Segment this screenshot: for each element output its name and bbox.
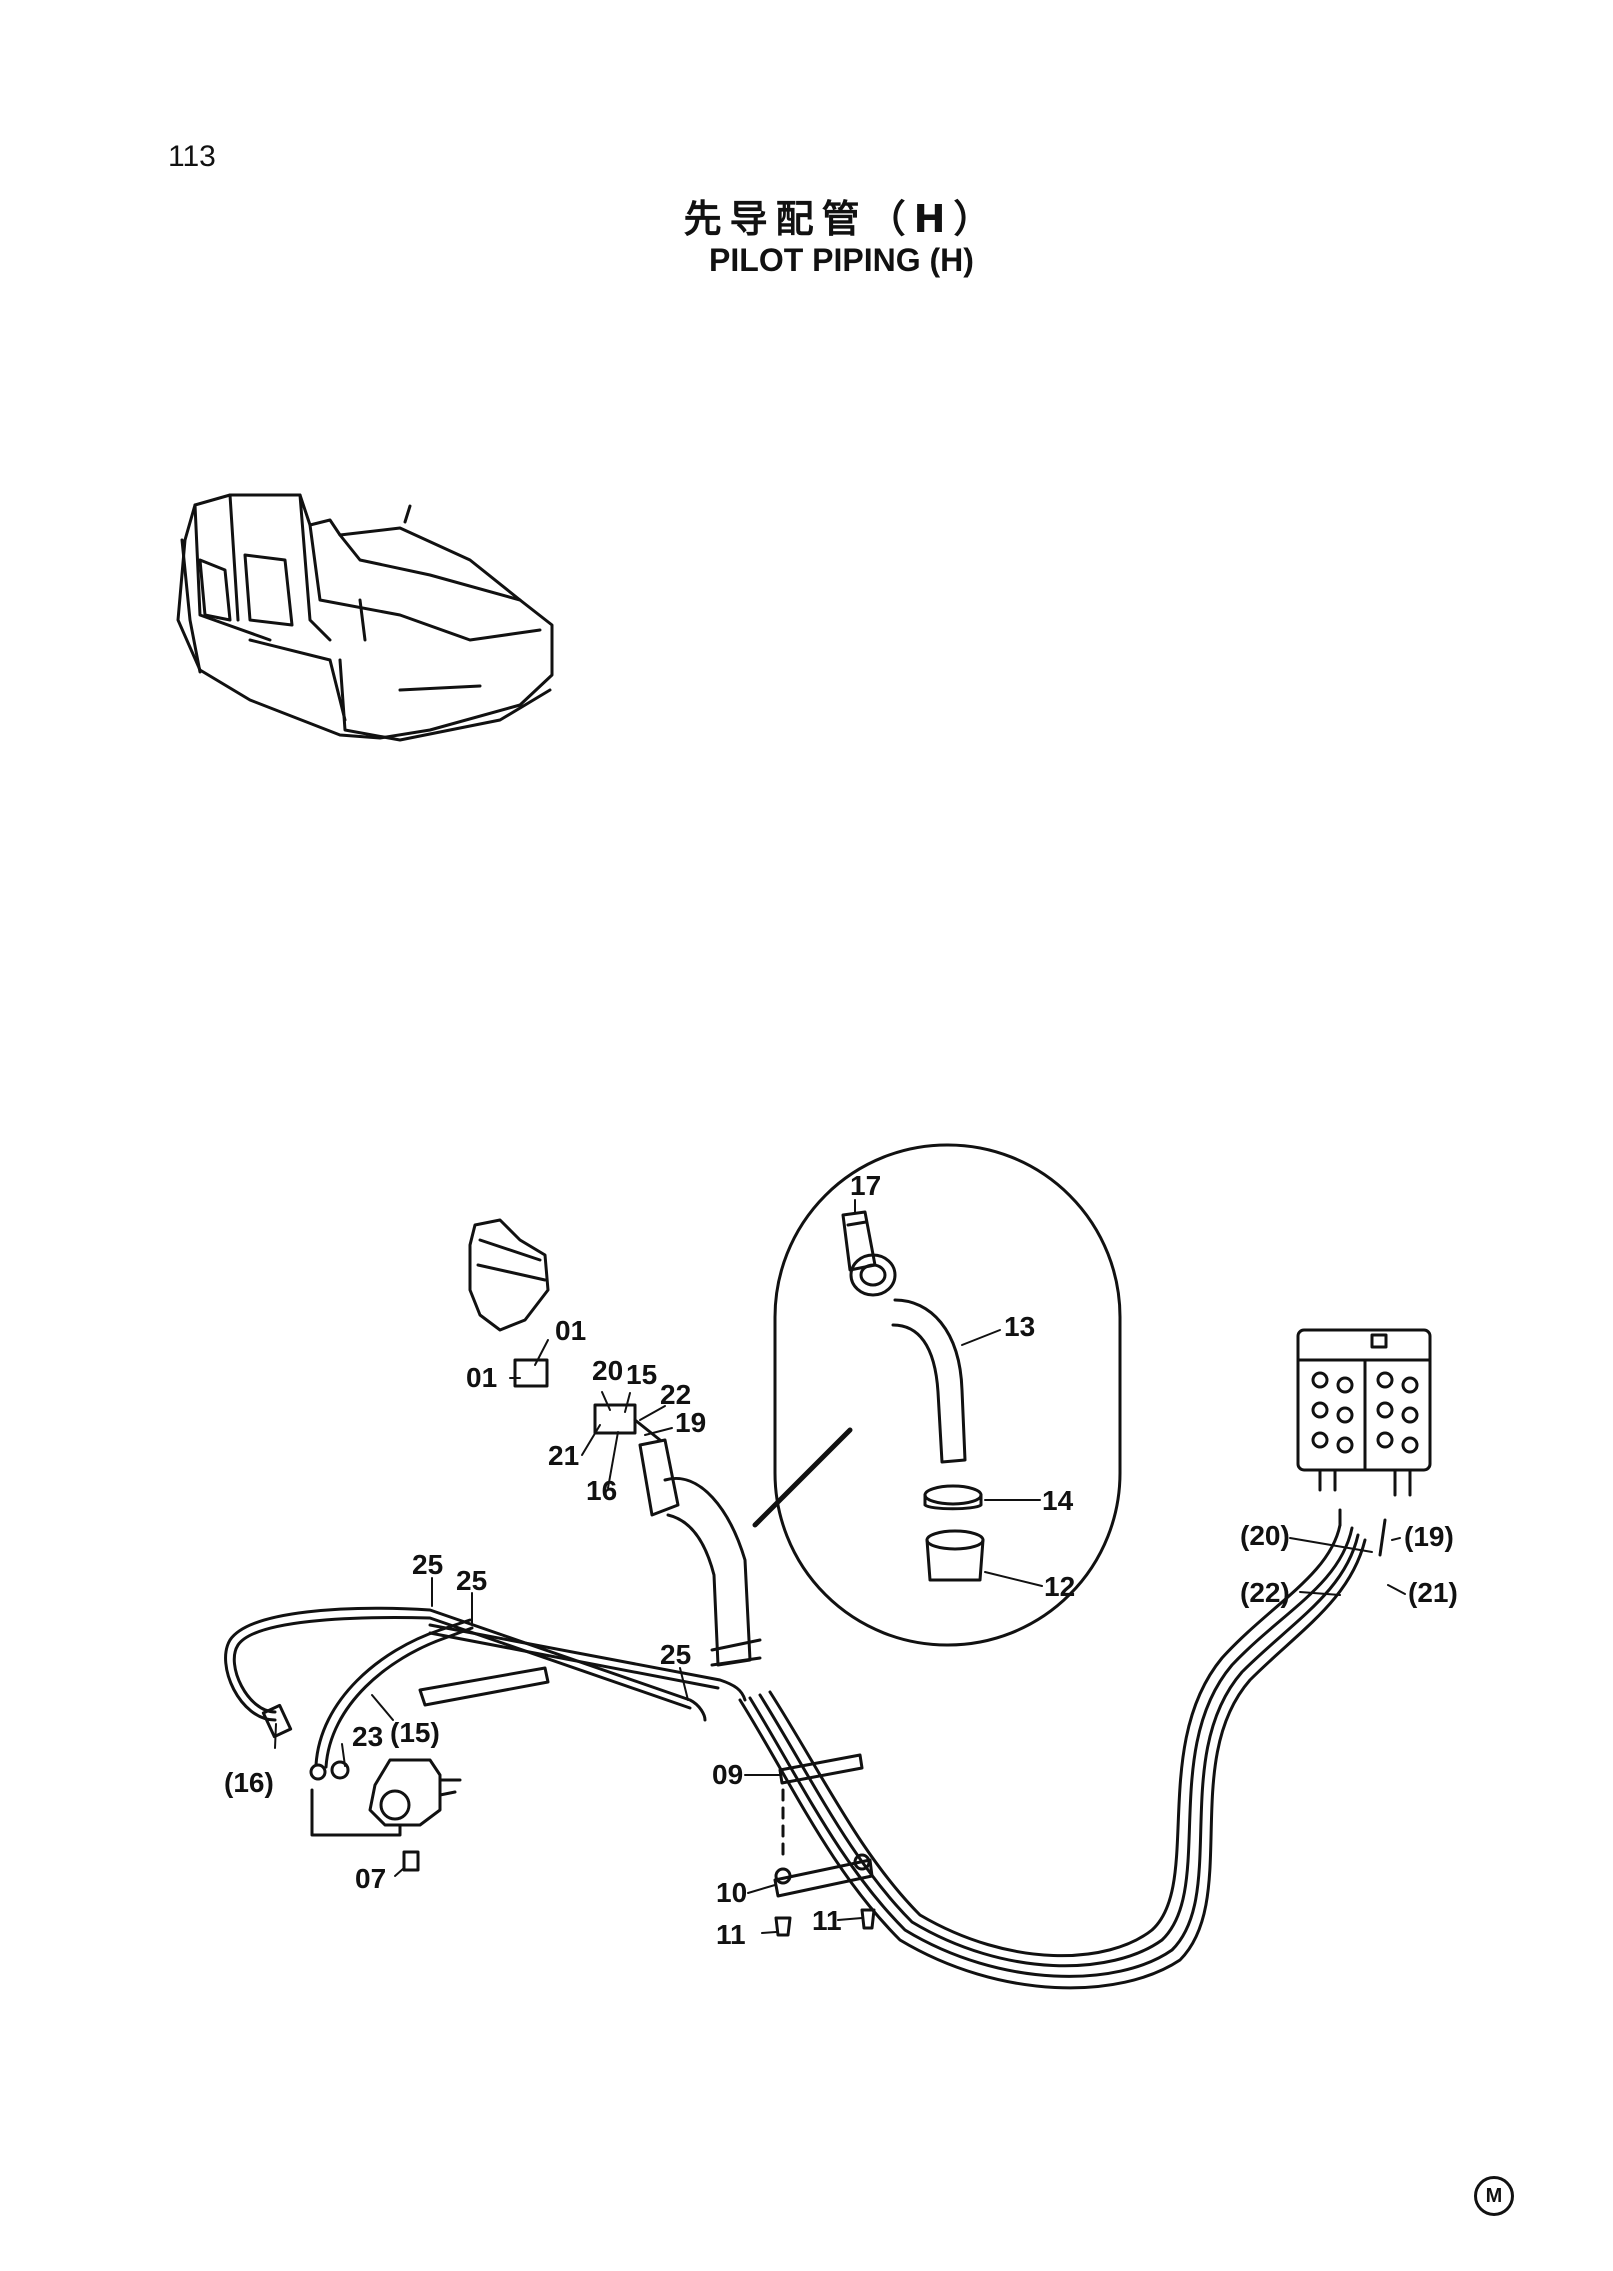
page-number: 113 <box>168 140 216 173</box>
callout-12: 12 <box>1044 1571 1075 1602</box>
callout-16: 16 <box>586 1475 617 1506</box>
excavator-overview-drawing <box>176 493 554 742</box>
callout-01-top: 01 <box>555 1315 586 1346</box>
detail-inset <box>752 1143 1122 1647</box>
callout-22: 22 <box>660 1379 691 1410</box>
callout-20-paren: (20) <box>1240 1520 1290 1551</box>
title-english: PILOT PIPING (H) <box>709 242 974 278</box>
callout-20: 20 <box>592 1355 623 1386</box>
callout-21-paren: (21) <box>1408 1577 1458 1608</box>
callout-22-paren: (22) <box>1240 1577 1290 1608</box>
hose-elbow-drawing <box>663 1477 762 1667</box>
callout-19: 19 <box>675 1407 706 1438</box>
callout-16-paren: (16) <box>224 1767 274 1798</box>
callout-17: 17 <box>850 1170 881 1201</box>
callout-15-paren: (15) <box>390 1717 440 1748</box>
corner-mark-circled: M <box>1474 2176 1514 2216</box>
callout-10: 10 <box>716 1877 747 1908</box>
callout-11-left: 11 <box>716 1919 746 1950</box>
callout-11-right: 11 <box>812 1905 842 1936</box>
clamp-plates-drawing <box>773 1753 876 1937</box>
callout-25-third: 25 <box>660 1639 691 1670</box>
callout-19-paren: (19) <box>1404 1521 1454 1552</box>
pump-unit-drawing <box>309 1758 462 1872</box>
callout-13: 13 <box>1004 1311 1035 1342</box>
bracket-strip-drawing <box>418 1666 550 1707</box>
callout-25-second: 25 <box>456 1565 487 1596</box>
leader-lines <box>274 1199 1406 1934</box>
callout-01-left: 01 <box>466 1362 497 1393</box>
control-valve-drawing <box>1296 1328 1432 1497</box>
callout-14: 14 <box>1042 1485 1074 1516</box>
left-hoses <box>224 1606 747 1769</box>
callout-07: 07 <box>355 1863 386 1894</box>
callout-21: 21 <box>548 1440 579 1471</box>
title-chinese: 先导配管（H） <box>683 197 1000 241</box>
callout-09: 09 <box>712 1759 743 1790</box>
callout-15: 15 <box>626 1359 657 1390</box>
pilot-valve-drawing <box>468 1218 680 1517</box>
callout-25-first: 25 <box>412 1549 443 1580</box>
callout-23: 23 <box>352 1721 383 1752</box>
callout-labels: 01 01 20 15 22 19 21 16 17 13 14 12 25 2… <box>224 1170 1458 1950</box>
